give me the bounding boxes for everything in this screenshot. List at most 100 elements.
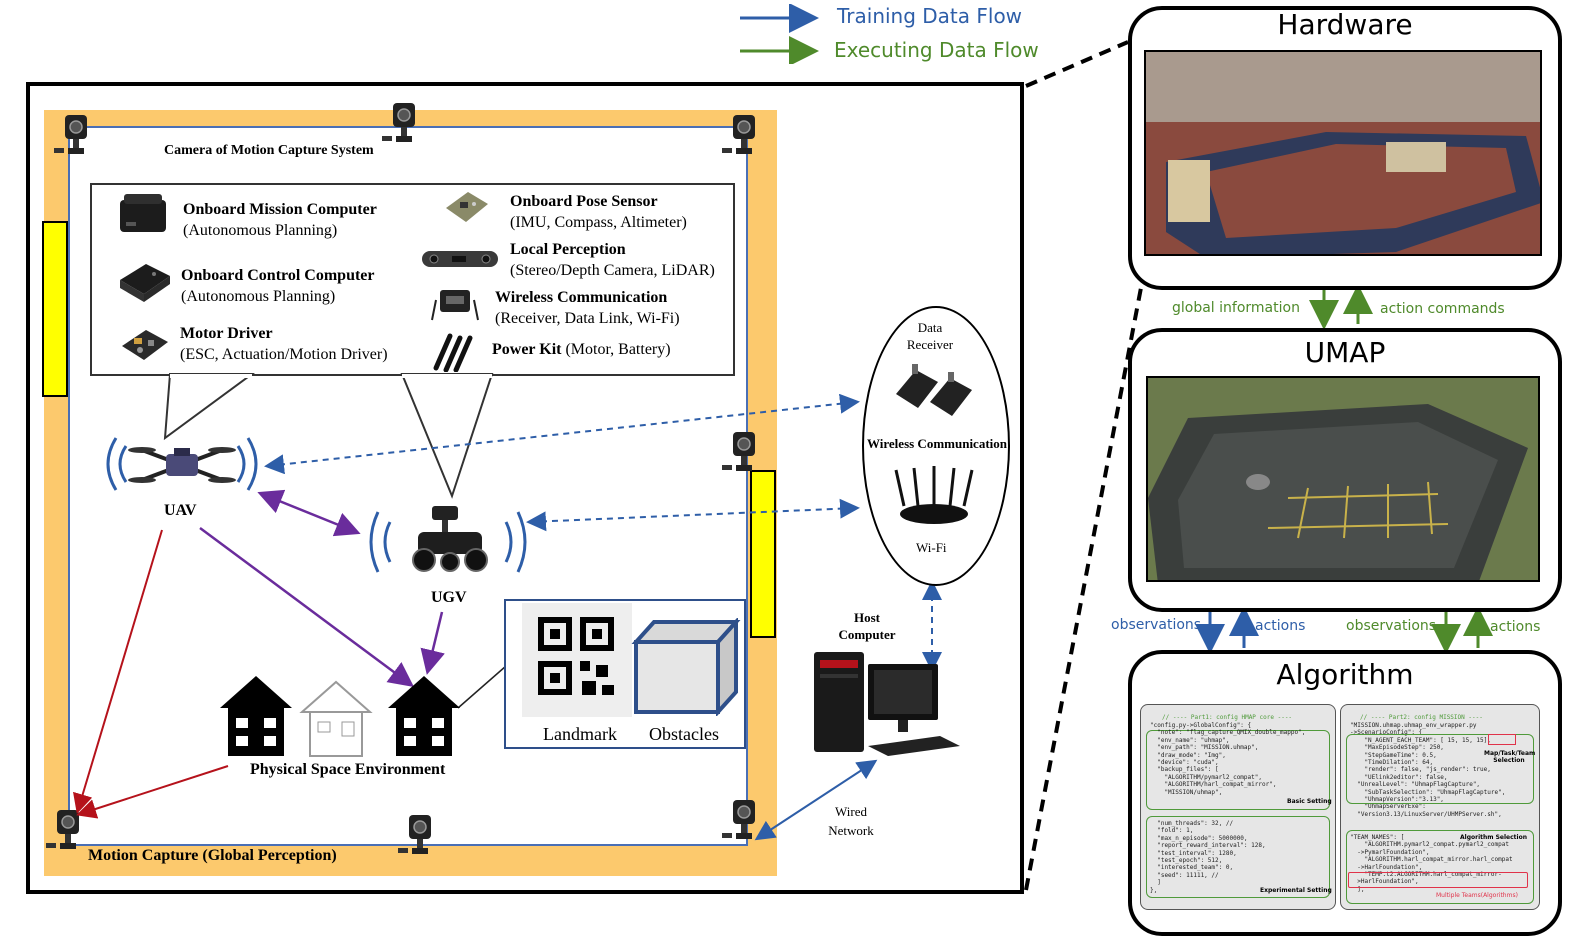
code-line: "test_interval": 1280, (1150, 849, 1237, 857)
umap-title: UMAP (1304, 336, 1386, 369)
wired-network-label: Wired Network (828, 804, 874, 838)
hardware-zoom-line-bottom (1024, 271, 1146, 891)
agent-count-highlight (1488, 734, 1516, 745)
ugv-label: UGV (431, 589, 467, 606)
code-line: "Version3.13/LinuxServer/UHMPServer.sh", (1350, 810, 1502, 818)
landmark-label: Landmark (543, 724, 617, 744)
environment-label: Physical Space Environment (250, 761, 446, 778)
code-line: "N_AGENT_EACH_TEAM": [ 15, 15, 15], (1350, 736, 1491, 744)
code-line: "TEMP.t2.ALGORITHM.harl_compat_mirror- (1350, 871, 1502, 879)
code-line: ], (1350, 885, 1365, 893)
uav-icon (106, 437, 258, 491)
code-line: "env_path": "MISSION.uhmap", (1150, 744, 1259, 752)
obstacle-cube-icon (631, 618, 741, 716)
obstacles-label: Obstacles (649, 724, 719, 744)
hardware-title: Hardware (1277, 8, 1413, 41)
code-line: "MISSION/uhmap", (1150, 788, 1223, 796)
code-line: }, (1150, 886, 1158, 894)
spec-title-mission-computer: Onboard Mission Computer (183, 201, 377, 218)
code-line: ->PymarlFoundation", (1350, 848, 1430, 856)
code-line: ->ScenarioConfig": { (1350, 729, 1423, 737)
depth-camera-icon (422, 251, 498, 267)
code-line: >HarlFoundation", (1350, 878, 1419, 886)
spec-title-wireless-communication: Wireless Communication (495, 289, 668, 306)
code-line: "seed": 11111, // (1150, 871, 1219, 879)
data-receiver-label: Data Receiver (906, 320, 954, 352)
code-line: "MaxEpisodeStep": 250, (1350, 744, 1444, 752)
actions-executing-label: actions (1490, 619, 1541, 635)
code-line: "note": "flag_capture_QMIX_double_mappo"… (1150, 729, 1306, 737)
host-computer-label: Host Computer (838, 610, 896, 642)
code-line: ->HarlFoundation", (1350, 863, 1423, 871)
spec-detail-pose-sensor: (IMU, Compass, Altimeter) (510, 214, 687, 231)
mission-computer-icon (120, 194, 166, 232)
spec-detail-motor-driver: (ESC, Actuation/Motion Driver) (180, 346, 388, 363)
wifi-router-icon (894, 466, 974, 524)
ugv-environment-link (420, 611, 445, 675)
right-yellow-marker (750, 470, 776, 638)
part2-header: // ---- Part2: config MISSION ---- (1360, 714, 1483, 721)
code-line: "config.py->GlobalConfig": { (1150, 722, 1252, 729)
team-names-block (1346, 830, 1534, 904)
code-line: "env_name": "uhmap", (1150, 736, 1230, 744)
motor-driver-icon (122, 330, 168, 360)
wireless-communication-label: Wireless Communication (867, 436, 1007, 451)
part1-code-b: "num_threads": 32, // "fold": 1, "max_n_… (1150, 820, 1266, 894)
spec-detail-local-perception: (Stereo/Depth Camera, LiDAR) (510, 262, 715, 279)
spec-title-local-perception: Local Perception (510, 241, 626, 258)
code-line: "ALGORITHM/pymarl2_compat", (1150, 773, 1262, 781)
code-line: "draw_mode": "Img", (1150, 751, 1226, 759)
uav-mocap-link (73, 529, 163, 814)
observations-training-label: observations (1111, 617, 1202, 633)
code-line: "render": false, "js_render": true, (1350, 766, 1491, 774)
multiple-teams-tag: Multiple Teams(Algorithms) (1436, 892, 1518, 899)
spec-title-power-kit: Power Kit (492, 341, 562, 358)
code-line: "test_epoch": 512, (1150, 857, 1223, 865)
code-line: "fold": 1, (1150, 827, 1194, 835)
code-line: "ALGORITHM.harl_compat_mirror.harl_compa… (1350, 856, 1513, 864)
receiver-icon (431, 290, 479, 321)
part2-code-a: "MISSION.uhmap.uhmap_env_wrapper.py->Sce… (1350, 722, 1505, 818)
action-commands-label: action commands (1380, 301, 1505, 317)
experimental-setting-tag: Experimental Setting (1260, 887, 1332, 894)
spec-detail-mission-computer: (Autonomous Planning) (183, 222, 338, 239)
basic-setting-tag: Basic Setting (1287, 798, 1332, 805)
experimental-setting-block (1146, 816, 1330, 898)
communication-ellipse (862, 306, 1010, 586)
wifi-label: Wi-Fi (916, 540, 947, 555)
uav-wireless-link (264, 393, 860, 475)
code-line: "TimeDilation": 64, (1350, 759, 1434, 767)
observations-executing-label: observations (1346, 618, 1437, 634)
spec-detail-wireless-communication: (Receiver, Data Link, Wi-Fi) (495, 310, 680, 327)
code-line: "UhmapServerExe": (1350, 803, 1426, 811)
code-line: "SubTaskSelection": "UhmapFlagCapture", (1350, 788, 1506, 796)
actions-training-label: actions (1255, 618, 1306, 634)
landmark-connector (457, 665, 507, 709)
code-line: "max_n_episode": 5000000, (1150, 834, 1248, 842)
houses-icon (220, 676, 460, 757)
code-line: "ALGORITHM.pymarl2_compat.pymarl2_compat (1350, 841, 1509, 849)
motion-capture-label: Motion Capture (Global Perception) (88, 847, 337, 864)
code-line: ] (1150, 879, 1161, 887)
spec-title-control-computer: Onboard Control Computer (181, 267, 375, 284)
host-computer-icon (814, 652, 960, 756)
code-line: "TEAM_NAMES": [ (1350, 834, 1405, 841)
spec-title-motor-driver: Motor Driver (180, 325, 273, 342)
code-line: "device": "cuda", (1150, 759, 1219, 767)
spec-detail-control-computer: (Autonomous Planning) (181, 288, 336, 305)
part1-header: // ---- Part1: config HMAP core ---- (1162, 714, 1293, 721)
ugv-icon (369, 506, 527, 573)
code-line: "UnrealLevel": "UhmapFlagCapture", (1350, 781, 1481, 789)
map-task-team-tag: Map/Task/Team Selection (1484, 750, 1536, 764)
wired-network-link (754, 759, 878, 841)
part2-code-b: "TEAM_NAMES": [ "ALGORITHM.pymarl2_compa… (1350, 834, 1513, 893)
umap-scene-illustration (1148, 378, 1538, 580)
code-line: "MISSION.uhmap.uhmap_env_wrapper.py (1350, 722, 1477, 729)
ugv-wireless-link (526, 498, 860, 532)
legend-executing-label: Executing Data Flow (834, 38, 1039, 62)
spec-detail-power-kit: (Motor, Battery) (561, 341, 671, 358)
left-yellow-marker (42, 221, 68, 397)
algorithm-selection-tag: Algorithm Selection (1460, 834, 1528, 841)
code-line: "UhmapVersion":"3.13", (1350, 796, 1444, 804)
